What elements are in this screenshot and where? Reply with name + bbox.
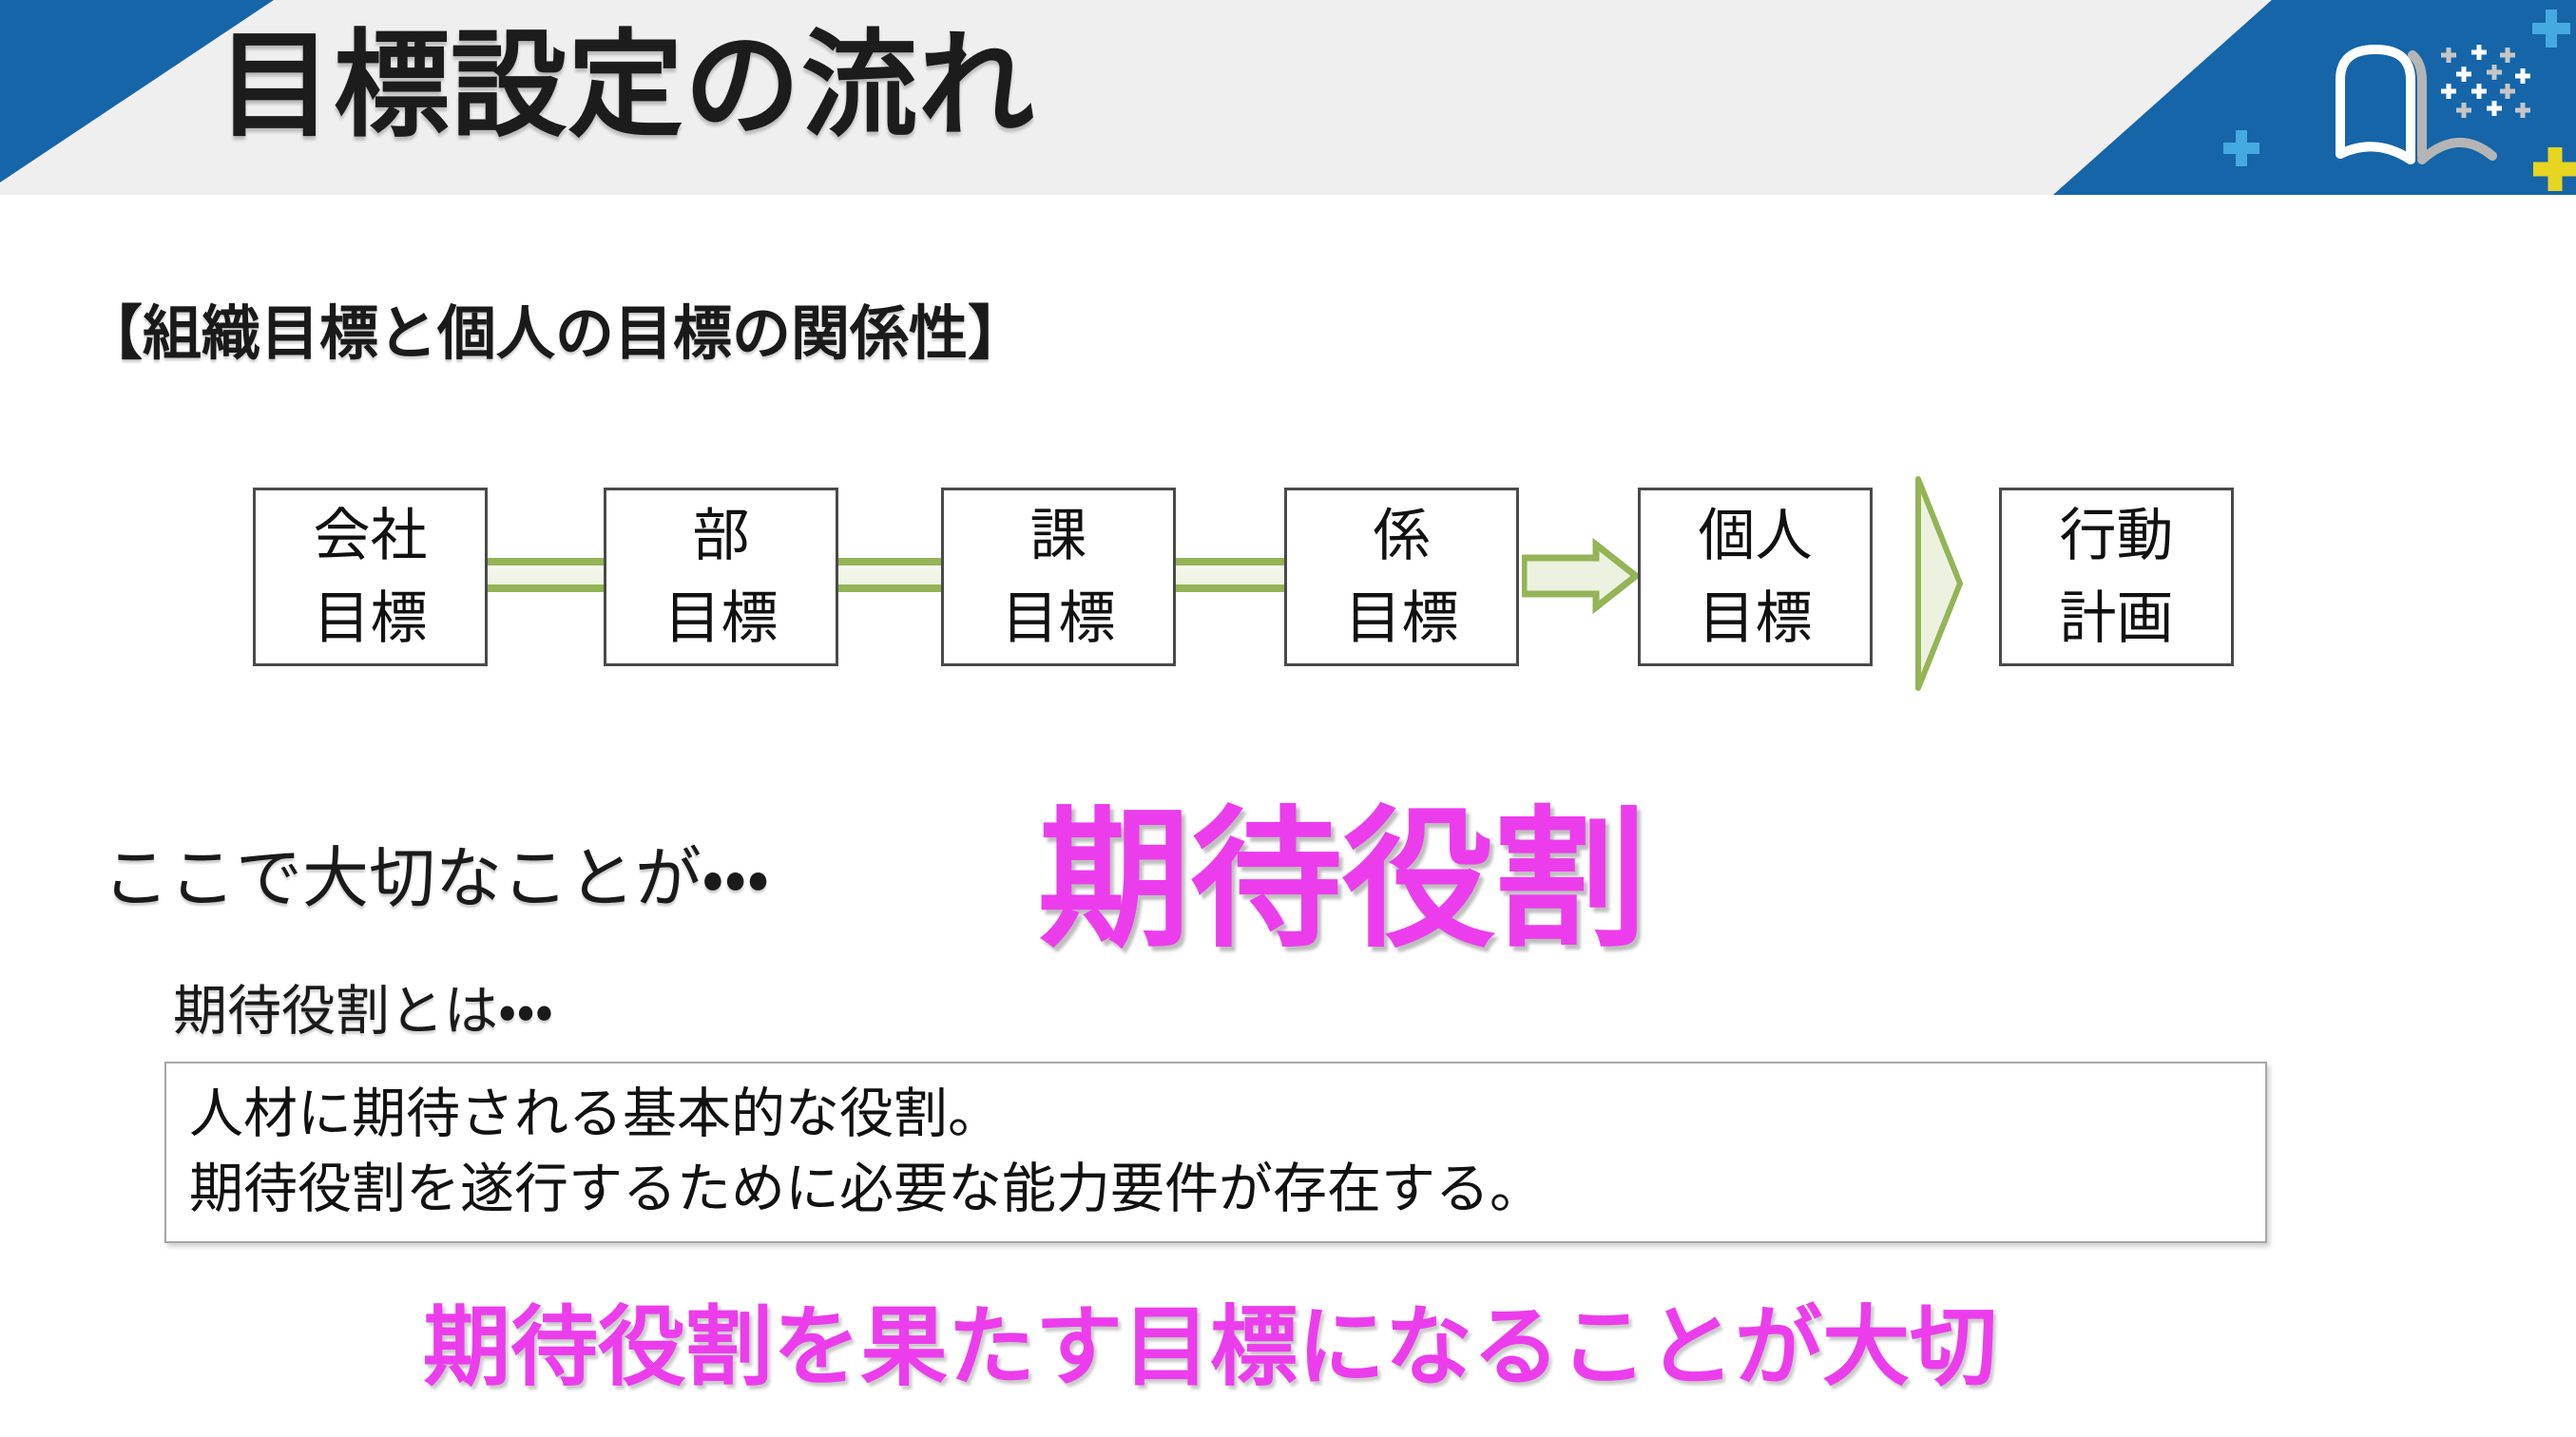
flow-connector [480,558,611,592]
definition-box: 人材に期待される基本的な役割。 期待役割を遂行するために必要な能力要件が存在する… [164,1062,2267,1243]
flow-right-arrow-icon [1522,538,1640,614]
slide-header: 目標設定の流れ [0,0,2576,195]
plus-icon-blue-small [2223,130,2259,166]
flow-connector [835,558,949,592]
book-icon [2336,45,2497,164]
flow-box-department-goal: 部 目標 [604,488,838,666]
page-title: 目標設定の流れ [217,21,1035,150]
conclusion-text: 期待役割を果たす目標になることが大切 [423,1299,1998,1396]
section-heading: 【組織目標と個人の目標の関係性】 [84,301,1028,367]
definition-intro: 期待役割とは・・・ [173,981,554,1042]
flow-box-individual-goal: 個人 目標 [1638,488,1873,666]
highlight-keyword: 期待役割 [1038,795,1647,965]
lead-text: ここで大切なことが・・・ [103,841,770,915]
definition-line: 期待役割を遂行するために必要な能力要件が存在する。 [189,1158,1544,1219]
flow-box-action-plan: 行動 計画 [1999,488,2234,666]
plus-icon-blue-large [2532,10,2570,48]
flow-box-unit-goal: 係 目標 [1284,488,1519,666]
sparkles-icon [2441,45,2530,118]
flow-box-company-goal: 会社 目標 [253,488,488,666]
plus-icon-yellow [2533,147,2576,191]
definition-line: 人材に期待される基本的な役割。 [189,1083,1002,1144]
logo-open-book-icon [2223,10,2576,191]
flow-box-section-goal: 課 目標 [941,488,1176,666]
flow-connector [1172,558,1292,592]
flow-chevron-icon [1915,476,1963,691]
